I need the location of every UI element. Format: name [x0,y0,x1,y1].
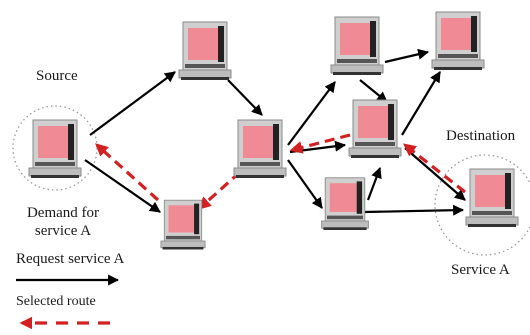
legend-request-label: Request service A [16,251,125,267]
computer-icon [178,21,232,81]
destination-label: Destination [446,128,516,144]
computer-icon [348,99,402,159]
request-arrow [89,71,176,136]
request-arrow [287,159,323,209]
computer-icon [330,16,384,76]
request-arrow [287,81,336,146]
request-arrow [366,166,382,201]
request-arrow [384,48,430,64]
request-arrow [227,79,263,116]
computer-icon [431,11,485,71]
request-arrow [364,204,465,216]
request-arrow [359,79,388,103]
selected-route-segment [198,170,242,210]
selected-route-segment [402,143,466,194]
demand-label-line1: Demand for [26,205,100,221]
selected-route-segment [289,133,351,154]
request-arrow [404,147,466,201]
source-label: Source [36,68,78,84]
selected-route-segment [95,143,160,202]
computer-icon [160,199,206,250]
demand-label-line2: service A [34,223,92,239]
request-arrow [84,159,161,213]
source-computer-icon [28,119,82,179]
destination-highlight-circle [434,154,530,256]
service-a-label: Service A [451,262,510,278]
computer-icon [321,177,369,231]
request-arrow [401,71,441,136]
destination-computer-icon [465,168,519,228]
legend-selected-label: Selected route [16,294,96,309]
computer-icon [233,119,287,179]
